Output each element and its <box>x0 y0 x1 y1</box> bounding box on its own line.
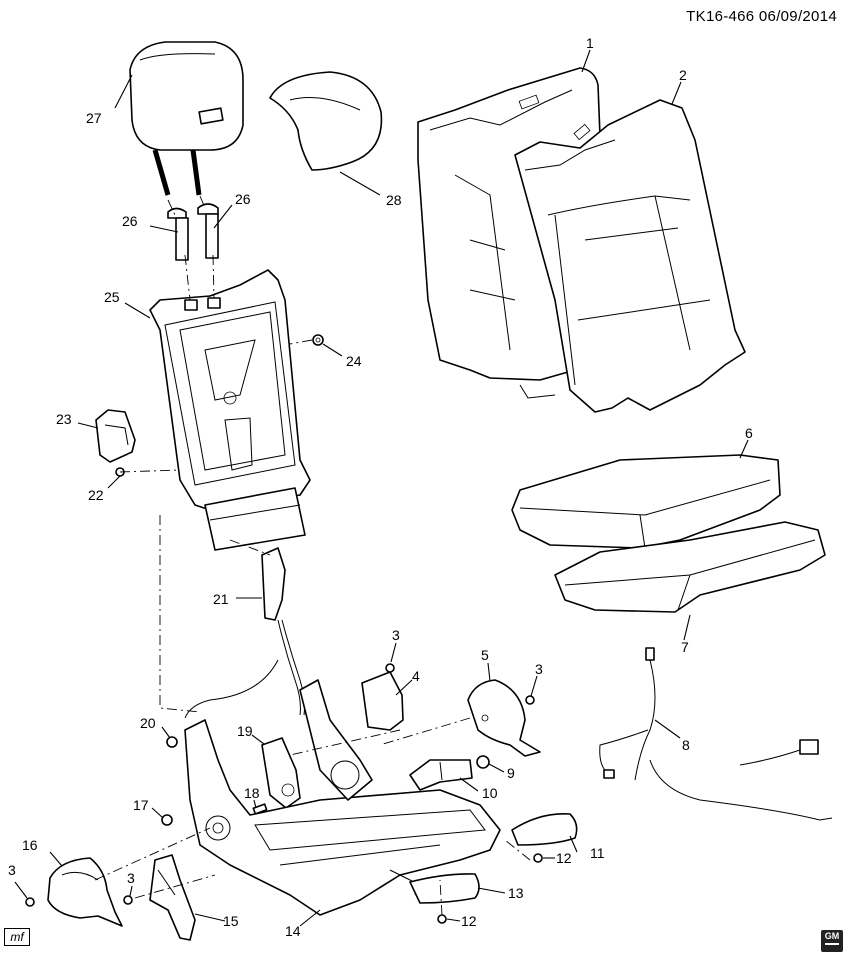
callout-21: 21 <box>213 591 229 607</box>
bolt-part-20 <box>166 736 178 748</box>
callout-25: 25 <box>104 289 120 305</box>
cover-part-13 <box>409 873 480 904</box>
callout-20: 20 <box>140 715 156 731</box>
callout-6: 6 <box>745 425 753 441</box>
cover-part-11 <box>511 813 578 846</box>
latch-cover-part-23 <box>95 409 136 463</box>
recliner-trim-part-4 <box>361 671 404 731</box>
seatbelt-buckle-part-10 <box>409 759 473 791</box>
callout-2: 2 <box>679 67 687 83</box>
callout-13: 13 <box>508 885 524 901</box>
callout-8: 8 <box>682 737 690 753</box>
callout-9: 9 <box>507 765 515 781</box>
callout-15: 15 <box>223 913 239 929</box>
callout-5: 5 <box>481 647 489 663</box>
bolt-part-17 <box>161 814 173 826</box>
bushing-part-9 <box>476 755 490 769</box>
callout-labels: 1 2 27 28 26 26 25 24 23 22 6 7 8 21 3 4… <box>8 35 753 939</box>
seat-motor-part-19 <box>261 737 301 809</box>
callout-3a: 3 <box>392 627 400 643</box>
recliner-cable-part-21 <box>184 547 305 719</box>
callout-4: 4 <box>412 668 420 684</box>
gm-logo: GM <box>821 930 843 952</box>
wiring-harness-part-8 <box>599 647 833 821</box>
bolt-part-18 <box>252 803 268 815</box>
seat-cushion-pad-part-7 <box>554 521 826 613</box>
recliner-cover-part-5 <box>467 679 541 757</box>
callout-12b: 12 <box>461 913 477 929</box>
assembly-lines <box>94 195 531 916</box>
callout-27: 27 <box>86 110 102 126</box>
headrest-cover-part-28 <box>269 71 383 171</box>
bracket-part-15 <box>149 854 196 941</box>
author-initials-box: mf <box>4 928 30 946</box>
callout-16: 16 <box>22 837 38 853</box>
seatback-cushion-part-2 <box>514 99 746 413</box>
callout-7: 7 <box>681 639 689 655</box>
callout-19: 19 <box>237 723 253 739</box>
callout-14: 14 <box>285 923 301 939</box>
callout-17: 17 <box>133 797 149 813</box>
headrest-part-27 <box>129 41 244 196</box>
screw-part-3 <box>25 663 535 907</box>
callout-26b: 26 <box>235 191 251 207</box>
seat-cushion-part-6 <box>511 454 781 549</box>
callout-12a: 12 <box>556 850 572 866</box>
side-shield-part-16 <box>47 857 123 927</box>
callout-22: 22 <box>88 487 104 503</box>
callout-1: 1 <box>586 35 594 51</box>
callout-11: 11 <box>590 845 605 861</box>
callout-23: 23 <box>56 411 72 427</box>
callout-28: 28 <box>386 192 402 208</box>
callout-3b: 3 <box>535 661 543 677</box>
callout-24: 24 <box>346 353 362 369</box>
callout-26a: 26 <box>122 213 138 229</box>
seatback-frame-part-25 <box>149 269 311 551</box>
headrest-guide-part-26 <box>167 203 219 261</box>
callout-leaders <box>14 49 749 927</box>
diagram-reference-number: TK16-466 06/09/2014 <box>686 8 837 25</box>
callout-10: 10 <box>482 785 498 801</box>
callout-18: 18 <box>244 785 260 801</box>
nut-part-24 <box>312 334 324 346</box>
callout-3d: 3 <box>127 870 135 886</box>
callout-3c: 3 <box>8 862 16 878</box>
seat-adjuster-part-14 <box>184 679 501 916</box>
gm-logo-text: GM <box>824 931 840 941</box>
